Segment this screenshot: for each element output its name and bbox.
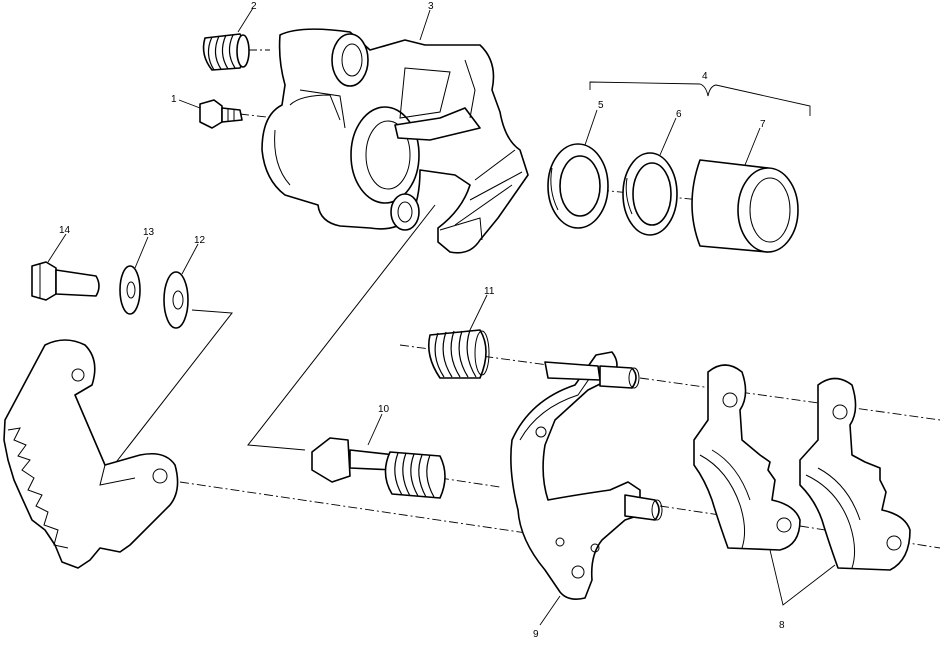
callout-4: 4 — [702, 71, 708, 82]
callout-2: 2 — [251, 1, 257, 12]
group-4-bracket — [589, 81, 811, 116]
callout-13: 13 — [143, 227, 155, 238]
part-1-bleeder-valve — [199, 99, 243, 129]
part-3-caliper-body — [261, 28, 529, 254]
part-9-pad-bracket — [510, 351, 663, 600]
callouts: 1 2 3 4 5 6 7 8 9 10 11 12 13 14 — [59, 1, 785, 640]
part-11-boot — [427, 329, 490, 379]
mounting-bracket — [3, 339, 179, 569]
callout-9: 9 — [533, 629, 539, 640]
part-7-piston — [691, 159, 799, 253]
part-14-pin-bolt — [31, 261, 100, 301]
part-2-bleeder-plug — [202, 33, 250, 71]
callout-6: 6 — [676, 109, 682, 120]
part-8-brake-pad-outer — [799, 377, 911, 571]
callout-14: 14 — [59, 225, 71, 236]
projection-lines — [109, 204, 436, 471]
callout-5: 5 — [598, 100, 604, 111]
part-12-washer — [163, 271, 189, 329]
callout-10: 10 — [378, 404, 390, 415]
callout-7: 7 — [760, 119, 766, 130]
part-6-piston-seal — [622, 152, 678, 236]
callout-11: 11 — [484, 286, 495, 297]
callout-3: 3 — [428, 1, 434, 12]
part-5-dust-seal — [547, 143, 609, 229]
callout-8: 8 — [779, 620, 785, 631]
callout-12: 12 — [194, 235, 206, 246]
part-8-brake-pad-inner — [693, 364, 801, 551]
part-10-slide-pin — [311, 437, 446, 499]
part-13-washer — [119, 265, 141, 315]
callout-leaders — [47, 7, 836, 626]
callout-1: 1 — [171, 94, 177, 105]
